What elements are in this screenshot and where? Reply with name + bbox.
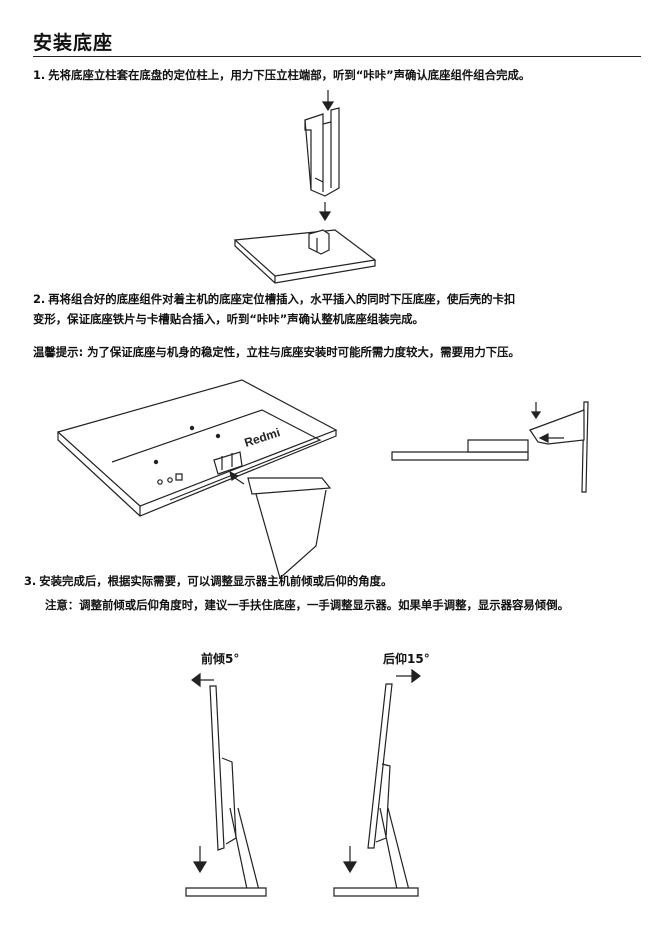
left-arrow-icon <box>540 434 548 442</box>
step-2-text: 2.再将组合好的底座组件对着主机的底座定位槽插入，水平插入的同时下压底座，使后壳… <box>33 289 515 329</box>
stand-assembly-figure <box>225 88 395 288</box>
step-2-line-1: 再将组合好的底座组件对着主机的底座定位槽插入，水平插入的同时下压底座，使后壳的卡… <box>48 292 516 306</box>
down-arrow-icon <box>194 862 206 872</box>
right-arrow-icon <box>412 670 420 682</box>
backward-tilt-label: 后仰15° <box>383 652 430 666</box>
page-title: 安装底座 <box>33 32 114 54</box>
forward-tilt-label: 前倾5° <box>201 652 240 666</box>
down-arrow-icon <box>323 102 333 110</box>
insert-arrow-icon <box>230 472 238 480</box>
down-arrow-icon <box>320 212 330 220</box>
step-1-text: 1.先将底座立柱套在底盘的定位柱上，用力下压立柱端部，听到“咔咔”声确认底座组件… <box>33 65 530 85</box>
step-3-line-1: 安装完成后，根据实际需要，可以调整显示器主机前倾或后仰的角度。 <box>39 574 393 588</box>
step-2-line-2: 变形，保证底座铁片与卡槽贴合插入，听到“咔咔”声确认整机底座组装完成。 <box>33 312 424 326</box>
down-arrow-icon <box>344 862 356 872</box>
backward-tilt-figure <box>328 668 448 908</box>
left-arrow-icon <box>192 674 200 686</box>
step-2-number: 2. <box>33 292 46 306</box>
step-3-number: 3. <box>24 574 37 588</box>
step-3-text: 3.安装完成后，根据实际需要，可以调整显示器主机前倾或后仰的角度。 <box>24 571 392 591</box>
tip-body: 为了保证底座与机身的稳定性，立柱与底座安装时可能所需力度较大，需要用力下压。 <box>83 345 520 359</box>
step-1-line-1: 先将底座立柱套在底盘的定位柱上，用力下压立柱端部，听到“咔咔”声确认底座组件组合… <box>48 68 531 82</box>
stand-insertion-side-figure <box>388 400 598 500</box>
forward-tilt-figure <box>180 668 290 908</box>
tip-label: 温馨提示: <box>33 345 84 359</box>
monitor-back-figure: Redmi <box>52 370 352 580</box>
step-1-number: 1. <box>33 68 46 82</box>
tip-text: 温馨提示: 为了保证底座与机身的稳定性，立柱与底座安装时可能所需力度较大，需要用… <box>33 342 520 362</box>
note-text: 注意：调整前倾或后仰角度时，建议一手扶住底座，一手调整显示器。如果单手调整，显示… <box>45 598 569 612</box>
title-divider <box>33 56 641 57</box>
down-arrow-icon <box>532 412 540 418</box>
